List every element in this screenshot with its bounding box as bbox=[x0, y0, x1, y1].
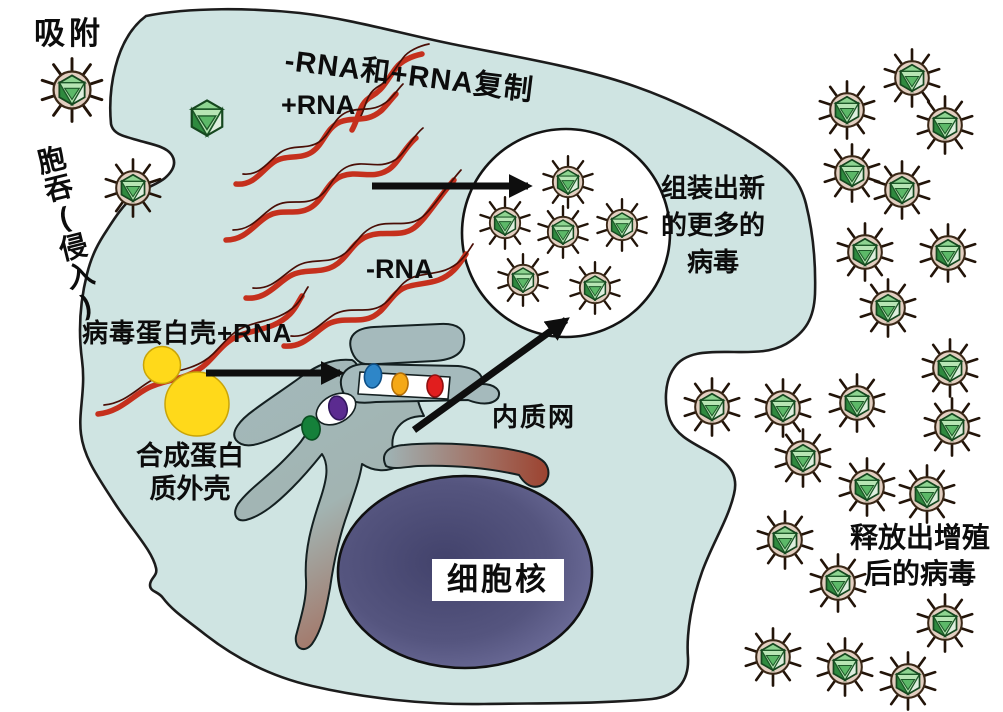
virus-particle-icon bbox=[885, 49, 939, 106]
virus-particle-icon bbox=[685, 378, 739, 435]
virus-particle-icon bbox=[923, 339, 977, 396]
virus-particle-icon bbox=[921, 224, 975, 281]
er-main-body bbox=[233, 358, 425, 651]
assembly-label: 组装出新 的更多的 病毒 bbox=[650, 170, 776, 281]
assembly-line1: 组装出新 bbox=[660, 173, 765, 203]
virus-particle-icon bbox=[825, 144, 879, 201]
virus-particle-icon bbox=[830, 374, 884, 431]
virus-particle-icon bbox=[42, 59, 102, 122]
nucleus-label: 细胞核 bbox=[432, 559, 564, 601]
virus-particle-icon bbox=[758, 511, 812, 568]
virus-particle-icon bbox=[746, 628, 800, 685]
er-label: 内质网 bbox=[492, 402, 577, 432]
uncoated-virus-capsid-icon bbox=[190, 99, 224, 137]
virus-particle-icon bbox=[838, 223, 892, 280]
virus-particle-icon bbox=[918, 96, 972, 153]
er-dot-purple bbox=[327, 395, 349, 421]
er-top-lobe bbox=[349, 322, 466, 366]
virus-particle-icon bbox=[881, 652, 935, 709]
er-red-arm bbox=[383, 442, 550, 488]
virus-particle-icon bbox=[918, 594, 972, 651]
virus-particle-icon bbox=[820, 81, 874, 138]
release-line2: 后的病毒 bbox=[863, 558, 976, 589]
er-dot-red bbox=[426, 374, 444, 398]
plus-rna-label: +RNA bbox=[281, 90, 356, 120]
protein-shell-large bbox=[164, 371, 230, 437]
synthesis-label: 合成蛋白 质外壳 bbox=[118, 440, 262, 506]
assembly-line3: 病毒 bbox=[686, 247, 739, 277]
virus-particle-icon bbox=[756, 379, 810, 436]
release-label: 释放出增殖 后的病毒 bbox=[840, 520, 1000, 592]
minus-rna-label: -RNA bbox=[366, 254, 434, 284]
protein-shell-rna-label: 病毒蛋白壳+RNA bbox=[82, 318, 293, 348]
virus-particle-icon bbox=[925, 398, 979, 455]
virus-particle-icon bbox=[840, 458, 894, 515]
adsorption-label: 吸附 bbox=[34, 16, 104, 51]
er-dot-orange bbox=[391, 372, 409, 396]
assembly-line2: 的更多的 bbox=[660, 210, 765, 240]
arrow-er-to-assembly bbox=[411, 317, 570, 433]
virus-particle-icon bbox=[861, 279, 915, 336]
virus-particle-icon bbox=[818, 638, 872, 695]
synthesis-line2: 质外壳 bbox=[149, 474, 231, 504]
protein-shell-small bbox=[142, 345, 182, 385]
virus-particle-icon bbox=[776, 429, 830, 486]
virus-particle-icon bbox=[900, 465, 954, 522]
er-protein-dots bbox=[301, 363, 444, 441]
release-line1: 释放出增殖 bbox=[849, 522, 990, 553]
er-dot-blue bbox=[363, 363, 383, 389]
synthesis-line1: 合成蛋白 bbox=[136, 441, 244, 471]
virus-particle-icon bbox=[875, 161, 929, 218]
er-dot-green bbox=[301, 415, 321, 441]
